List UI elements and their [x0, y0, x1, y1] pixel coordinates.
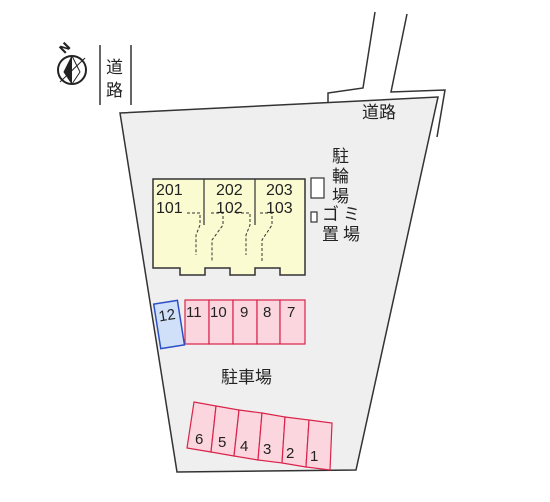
parking-space-10: [208, 299, 234, 345]
unit-label-103: 103: [266, 200, 293, 217]
garbage-label-char-2: ミ: [343, 205, 360, 225]
parking-label-1: 1: [310, 448, 318, 465]
parking-label-11: 11: [186, 304, 202, 321]
parking-label-4: 4: [240, 438, 248, 455]
parking-space-9: [232, 299, 258, 345]
road-lines: [99, 11, 446, 138]
unit-label-203: 203: [266, 182, 293, 199]
parking-label-10: 10: [210, 304, 227, 321]
road-label-west: 道 路: [106, 58, 128, 101]
road-label-northeast: 道路: [362, 103, 396, 123]
bicycle-parking-label: 駐 輪 場: [332, 147, 354, 207]
north-arrow-icon: N: [57, 39, 87, 85]
garbage-label-char-3: 置: [322, 225, 339, 245]
interior-dashed-lines: [187, 212, 273, 262]
parking-label-7: 7: [287, 304, 295, 321]
parking-label-3: 3: [263, 441, 271, 458]
parking-label-5: 5: [218, 434, 226, 451]
parking-lot-label: 駐車場: [221, 368, 272, 388]
road-label-west-char-1: 道: [106, 58, 123, 78]
road-ne-edge-left: [327, 11, 376, 104]
parking-space-11: [184, 299, 210, 345]
parking-label-9: 9: [240, 304, 248, 321]
parking-label-8: 8: [263, 304, 271, 321]
garbage-label-char-1: ゴ: [322, 204, 339, 225]
north-label: N: [57, 39, 74, 56]
parking-label-2: 2: [286, 445, 294, 462]
bicycle-parking-area: [310, 177, 325, 199]
road-ne-edge-right: [390, 13, 446, 138]
unit-label-101: 101: [156, 200, 183, 217]
unit-label-102: 102: [216, 200, 243, 217]
bicycle-label-char-3: 場: [332, 187, 349, 207]
road-label-west-char-2: 路: [106, 81, 123, 101]
parking-label-6: 6: [195, 431, 203, 448]
apartment-building: [152, 178, 306, 276]
bicycle-label-char-2: 輪: [332, 167, 349, 187]
unit-label-202: 202: [216, 182, 243, 199]
garbage-area-label: ゴ ミ 置 場: [322, 204, 365, 245]
parking-upper-row: 11 10 9 8 7: [184, 299, 306, 345]
garbage-area: [310, 211, 318, 223]
parking-label-12: 12: [157, 306, 176, 325]
unit-label-201: 201: [156, 182, 183, 199]
parking-space-7: [279, 299, 306, 345]
garbage-label-char-4: 場: [343, 225, 360, 245]
unit-labels: 201 101 202 102 203 103: [156, 182, 293, 217]
building-outline: [152, 178, 306, 276]
parking-lower-row: 6 5 4 3 2 1: [186, 401, 333, 471]
parking-space-12: 12: [152, 299, 186, 350]
parking-space-1: [305, 419, 333, 471]
bicycle-label-char-1: 駐: [332, 147, 349, 167]
